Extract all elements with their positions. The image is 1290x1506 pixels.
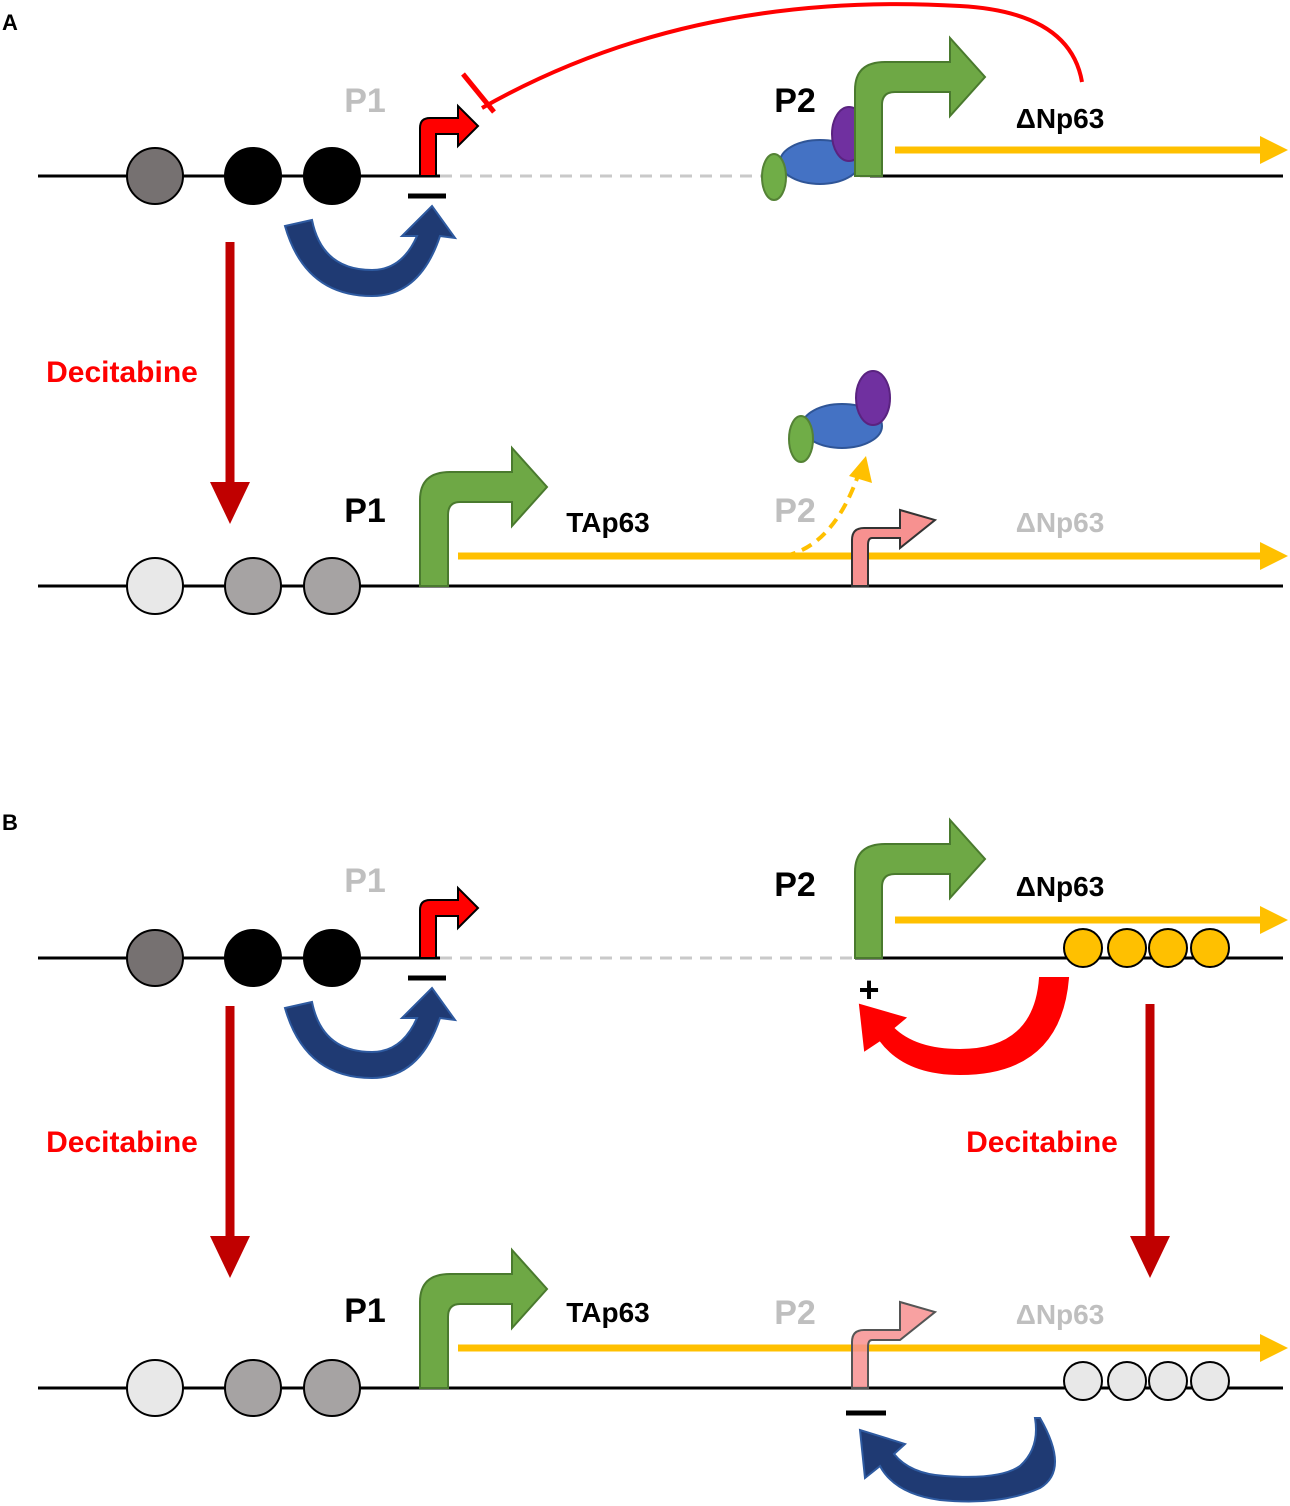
cpg-site-unmethylated bbox=[126, 557, 184, 615]
panel-b-label: B bbox=[2, 810, 18, 835]
tap63-label: TAp63 bbox=[566, 1297, 650, 1328]
cpg-site-unmethylated-small bbox=[1190, 1361, 1230, 1401]
inhibition-arc bbox=[481, 2, 1084, 110]
cpg-site-unmethylated-small bbox=[1107, 1361, 1147, 1401]
feedback-repression-arrow bbox=[283, 986, 458, 1080]
cpg-site-methylated bbox=[224, 147, 282, 205]
cpg-site-yellow bbox=[1063, 928, 1103, 968]
p2-promoter-arrow-active bbox=[854, 817, 987, 959]
delta-np63-label: ΔNp63 bbox=[1016, 103, 1105, 134]
p1-label: P1 bbox=[344, 492, 386, 530]
feedback-repression-arrow bbox=[858, 1417, 1056, 1503]
decitabine-label-left: Decitabine bbox=[46, 1126, 198, 1159]
decitabine-label: Decitabine bbox=[46, 356, 198, 389]
inhibition-bar bbox=[461, 72, 496, 114]
transcript-arrowhead bbox=[1260, 542, 1288, 570]
p1-promoter-arrow-repressed bbox=[419, 103, 480, 177]
transcript-arrowhead bbox=[1260, 1334, 1288, 1362]
cpg-site-yellow bbox=[1190, 928, 1230, 968]
delta-np63-label-inactive: ΔNp63 bbox=[1016, 507, 1105, 538]
p2-label: P2 bbox=[774, 866, 816, 904]
plus-sign: + bbox=[858, 969, 879, 1010]
cpg-site-methylated bbox=[224, 929, 282, 987]
cpg-site-unmethylated-small bbox=[1148, 1361, 1188, 1401]
p2-promoter-arrow-weak bbox=[851, 508, 938, 587]
p2-label-inactive: P2 bbox=[774, 492, 816, 530]
cpg-site-methylated bbox=[303, 929, 361, 987]
p1-promoter-arrow-active bbox=[419, 1247, 549, 1389]
p2-label: P2 bbox=[774, 82, 816, 120]
feedback-repression-arrow bbox=[283, 204, 458, 298]
p2-promoter-arrow-weak bbox=[851, 1300, 938, 1389]
cpg-site-yellow bbox=[1107, 928, 1147, 968]
cpg-site-dark-gray bbox=[126, 147, 184, 205]
p1-label-inactive: P1 bbox=[344, 862, 386, 900]
cpg-site-methylated bbox=[303, 147, 361, 205]
delta-np63-label: ΔNp63 bbox=[1016, 871, 1105, 902]
decitabine-arrowhead bbox=[210, 482, 250, 524]
cpg-site-unmethylated bbox=[126, 1359, 184, 1417]
cpg-site-dark-gray bbox=[126, 929, 184, 987]
transcript-arrowhead bbox=[1260, 906, 1288, 934]
cpg-site-partial bbox=[224, 557, 282, 615]
tap63-label: TAp63 bbox=[566, 507, 650, 538]
cpg-site-partial bbox=[303, 557, 361, 615]
transcription-factor-green bbox=[788, 415, 814, 463]
transcription-factor-green bbox=[761, 153, 787, 201]
decitabine-label-right: Decitabine bbox=[966, 1126, 1118, 1159]
transcript-arrowhead bbox=[1260, 136, 1288, 164]
dissociation-arrowhead bbox=[849, 456, 872, 483]
cpg-site-partial bbox=[303, 1359, 361, 1417]
p2-label-inactive: P2 bbox=[774, 1294, 816, 1332]
p1-promoter-arrow-repressed bbox=[419, 885, 480, 959]
p1-promoter-arrow-active bbox=[419, 445, 549, 587]
delta-np63-label-inactive: ΔNp63 bbox=[1016, 1299, 1105, 1330]
p1-label-inactive: P1 bbox=[344, 82, 386, 120]
feedback-activation-arrow bbox=[858, 977, 1070, 1076]
p1-label: P1 bbox=[344, 1292, 386, 1330]
p2-promoter-arrow-active bbox=[854, 35, 987, 177]
cpg-site-yellow bbox=[1148, 928, 1188, 968]
decitabine-arrowhead-right bbox=[1130, 1236, 1170, 1278]
cpg-site-unmethylated-small bbox=[1063, 1361, 1103, 1401]
transcription-factor-purple bbox=[855, 370, 891, 426]
cpg-site-partial bbox=[224, 1359, 282, 1417]
decitabine-arrowhead-left bbox=[210, 1236, 250, 1278]
panel-a-label: A bbox=[2, 10, 18, 35]
